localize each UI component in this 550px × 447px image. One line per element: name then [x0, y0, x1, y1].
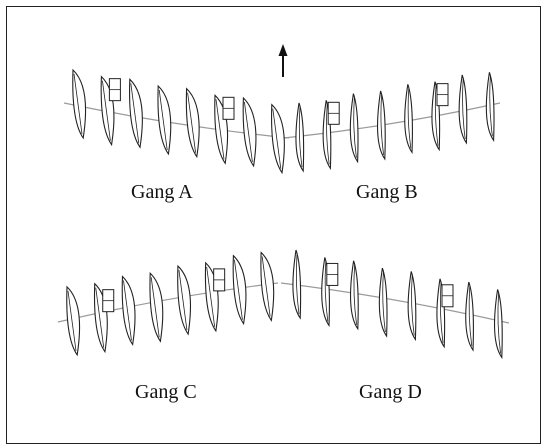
gang-c-disc — [66, 285, 81, 357]
gang-c-disc — [260, 251, 275, 322]
disc-concavity-line — [298, 106, 303, 168]
disc-concavity-line — [261, 256, 271, 317]
gang-d-disc — [350, 260, 359, 331]
disc-concavity-line — [215, 99, 225, 160]
gang-b-disc — [485, 72, 495, 142]
gang-c-label: Gang C — [135, 381, 197, 403]
disc-concavity-line — [206, 266, 216, 327]
gang-a-disc — [185, 87, 200, 159]
disc-concavity-line — [324, 261, 329, 322]
disc-concavity-line — [497, 293, 501, 354]
gang-b-disc — [349, 93, 359, 164]
disc-concavity-line — [382, 272, 386, 333]
gang-a-disc — [157, 84, 172, 156]
disc-concavity-line — [73, 73, 83, 135]
disc-concavity-line — [407, 88, 412, 149]
gang-a-disc — [100, 75, 121, 147]
disc-concavity-line — [158, 89, 168, 151]
gang-b-axis-curve — [283, 102, 501, 139]
disc-concavity-line — [326, 104, 330, 165]
disc-concavity-line — [380, 94, 384, 156]
gang-axis-curves — [57, 102, 510, 324]
gang-c-disc — [93, 282, 115, 354]
gang-d-disc — [292, 249, 302, 320]
disc-concavity-line — [353, 264, 357, 325]
disc-concavity-line — [295, 254, 300, 315]
gang-c-disc — [177, 264, 192, 336]
gang-b-disc — [431, 81, 449, 152]
disc-concavity-line — [187, 92, 196, 153]
disc-concavity-line — [67, 290, 77, 351]
gang-c-disc — [121, 275, 136, 346]
gang-d-disc — [378, 267, 388, 338]
disc-concavity-line — [150, 277, 160, 338]
gang-d-disc — [407, 271, 417, 342]
disc-concavity-line — [411, 275, 415, 336]
gang-d-axis-curve — [280, 282, 510, 324]
gang-c-axis-curve — [57, 282, 279, 323]
gang-b-disc — [458, 74, 468, 145]
disc-concavity-line — [102, 80, 111, 141]
disc-concavity-line — [178, 270, 188, 331]
gang-b-disc — [404, 84, 413, 154]
disc-concavity-line — [353, 97, 357, 158]
disc-concavity-line — [489, 76, 493, 137]
disc-concavity-line — [462, 78, 466, 140]
disc-concavity-line — [272, 108, 282, 169]
gang-c-disc — [149, 272, 164, 343]
disc-concavity-line — [434, 85, 439, 146]
disc-concavity-line — [130, 83, 140, 144]
gang-d-disc — [321, 257, 339, 328]
disc-concavity-line — [234, 259, 243, 320]
gang-d-disc — [494, 289, 503, 360]
up-arrow-icon — [278, 44, 288, 77]
disc-blades — [66, 68, 503, 360]
gang-a-disc — [129, 78, 143, 149]
disc-concavity-line — [244, 101, 253, 163]
gang-d-label: Gang D — [359, 381, 422, 403]
gang-c-disc — [204, 261, 226, 333]
disc-concavity-line — [439, 282, 444, 343]
disc-concavity-line — [95, 287, 105, 348]
gang-a-disc — [242, 96, 257, 168]
gang-a-disc — [271, 103, 285, 175]
disc-concavity-line — [468, 286, 473, 347]
gang-c-disc — [232, 254, 247, 326]
gang-d-disc — [465, 281, 474, 352]
gang-d-disc — [436, 278, 454, 349]
gang-b-disc — [377, 90, 386, 161]
figure-frame — [6, 6, 541, 444]
gang-b-disc — [295, 102, 305, 173]
gang-b-disc — [322, 100, 340, 170]
gang-a-axis-curve — [63, 102, 290, 139]
gang-b-label: Gang B — [356, 181, 418, 203]
disc-concavity-line — [123, 280, 132, 341]
gang-a-disc — [214, 94, 235, 165]
gang-a-disc — [72, 68, 87, 140]
gang-a-label: Gang A — [131, 181, 193, 203]
